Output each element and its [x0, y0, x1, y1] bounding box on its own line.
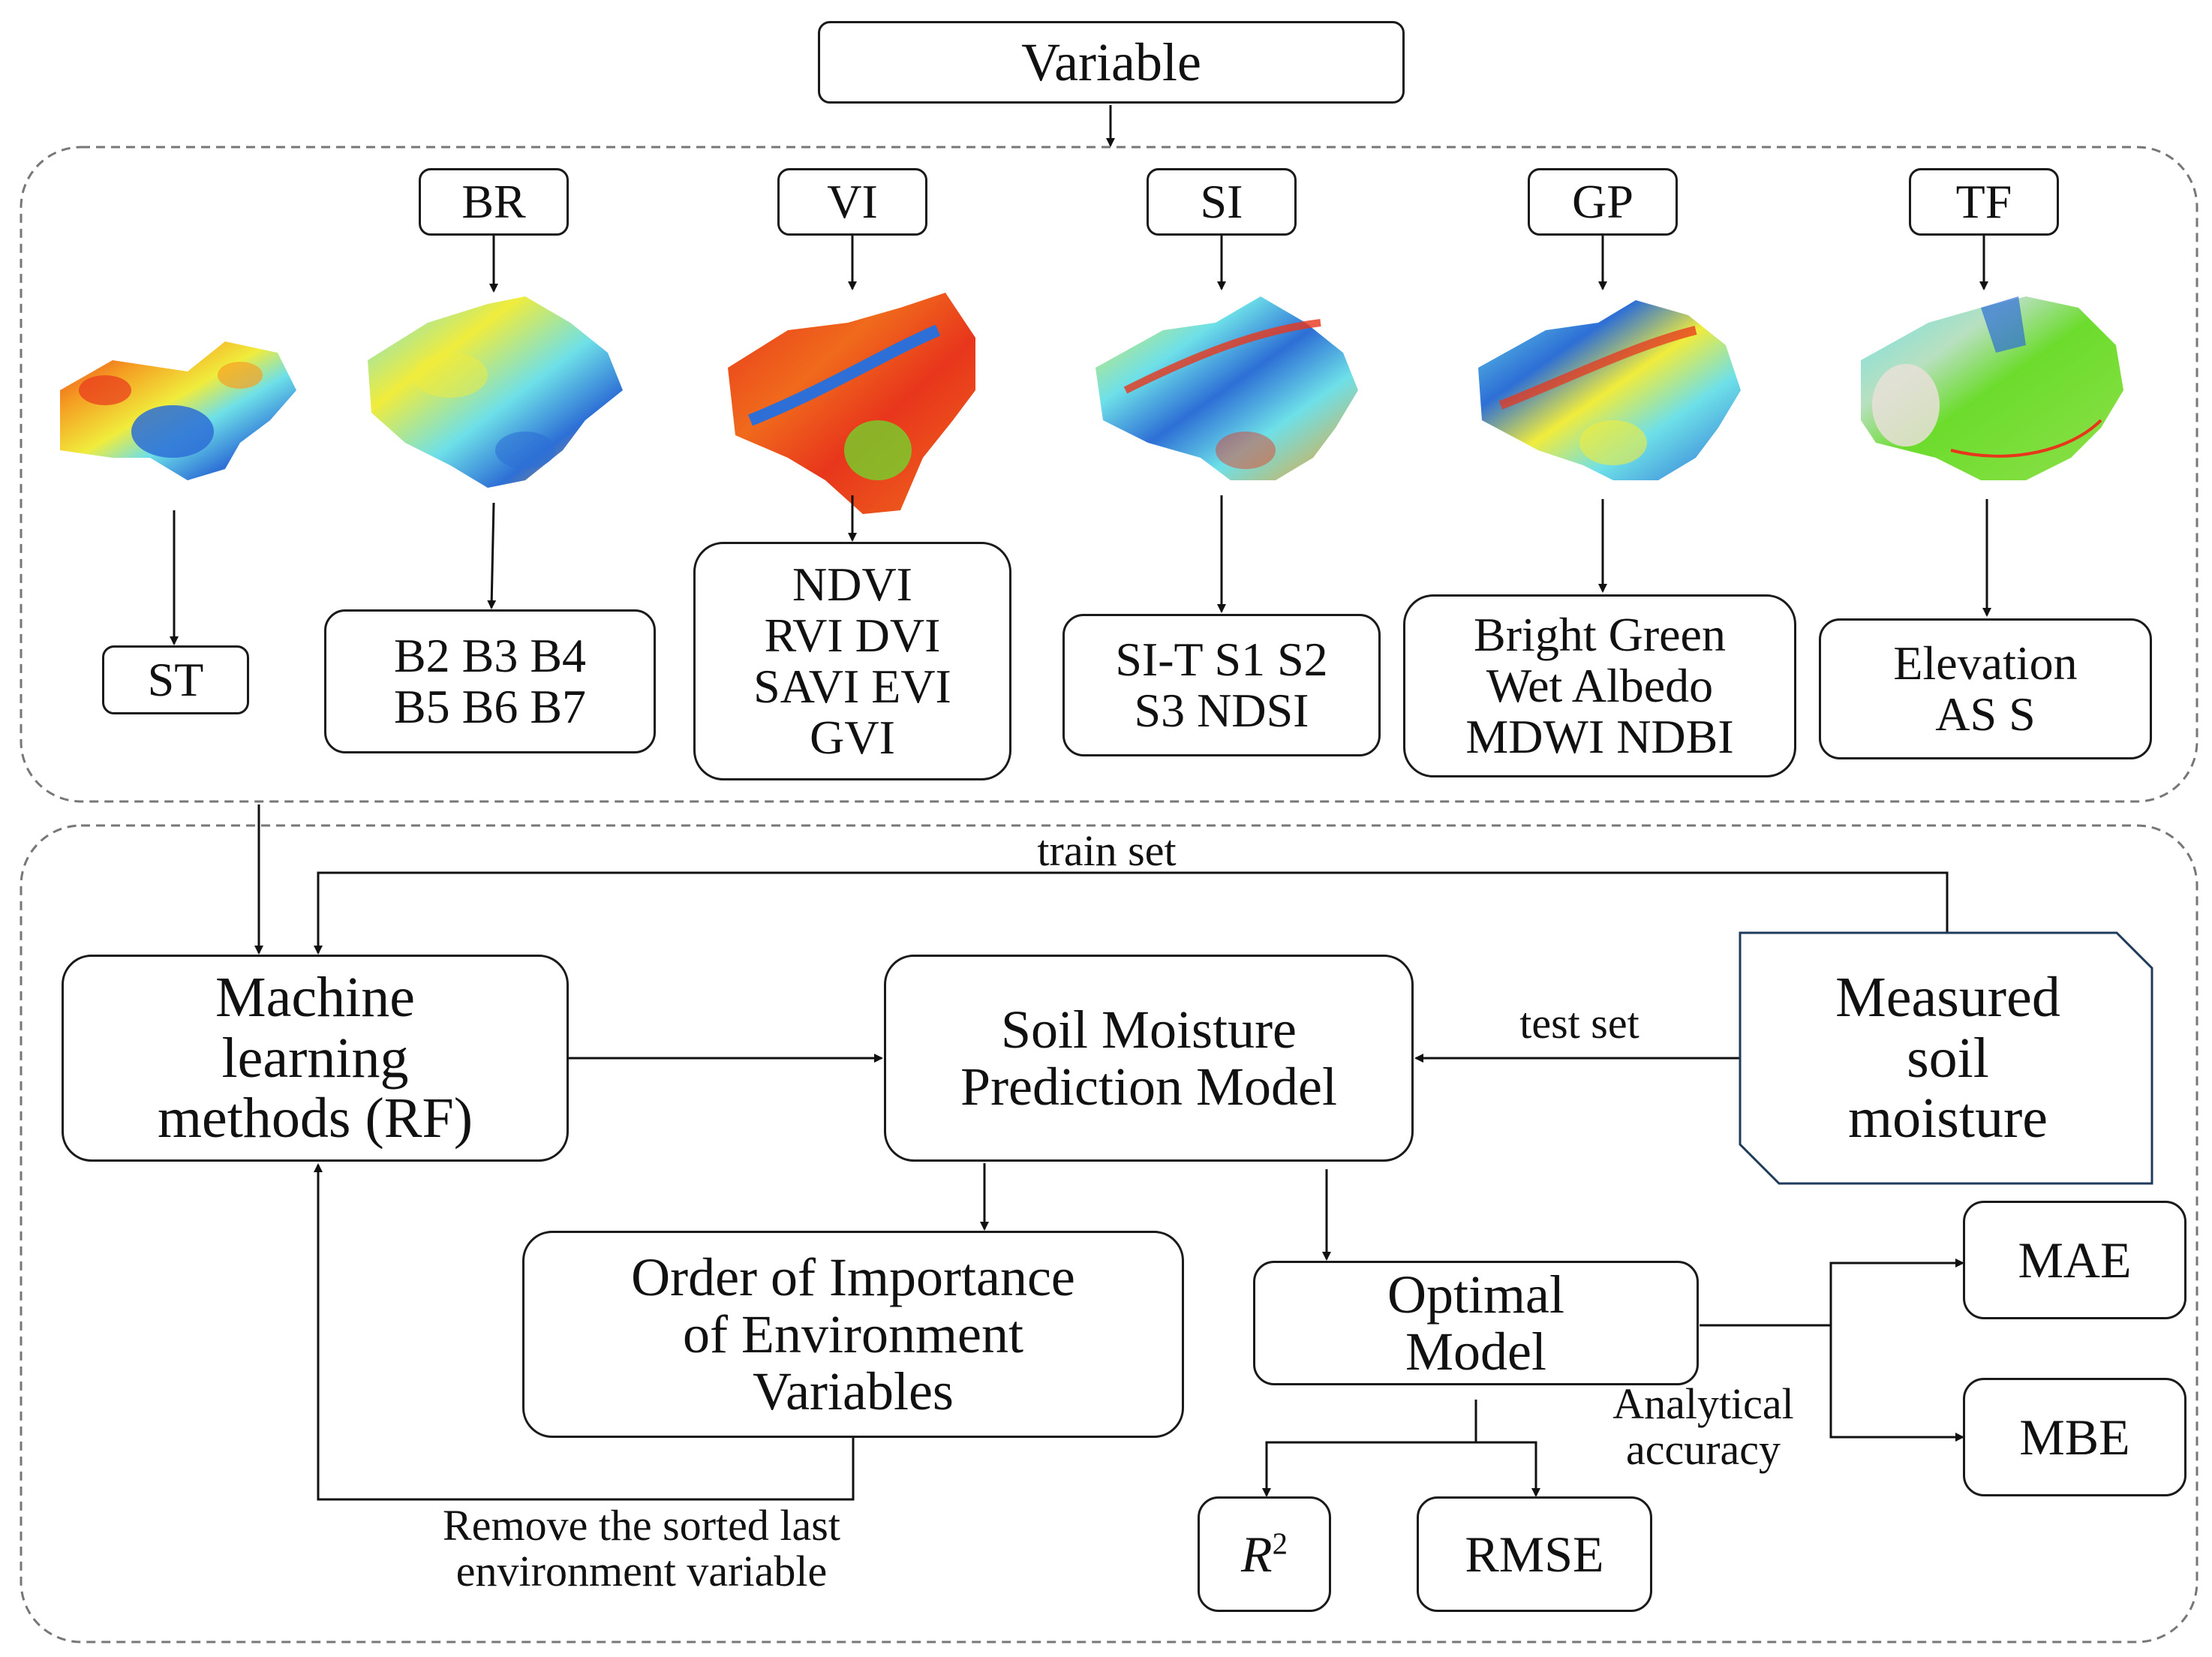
vi-items-line: NDVI: [792, 558, 912, 612]
measured-line: Measured: [1835, 966, 2060, 1030]
test-set-label: test set: [1519, 999, 1639, 1048]
mae-label: MAE: [2018, 1231, 2132, 1289]
r2-label: R2: [1241, 1527, 1288, 1581]
gp-label: GP: [1572, 175, 1633, 229]
br-map-image: [368, 296, 623, 488]
st-box: ST: [102, 645, 249, 714]
importance-line: Variables: [753, 1361, 954, 1422]
vi-map-image: [728, 293, 975, 514]
analytical-accuracy-line: accuracy: [1625, 1425, 1781, 1475]
importance-line: Order of Importance: [631, 1247, 1075, 1307]
connector-lines: [170, 105, 1991, 1501]
measured-soil-moisture-box: Measured soil moisture: [1738, 931, 2158, 1186]
tf-items-line: AS S: [1935, 687, 2036, 741]
ml-methods-box: Machine learning methods (RF): [62, 955, 569, 1162]
variable-label: Variable: [1021, 32, 1201, 92]
r2-box: R2: [1198, 1496, 1331, 1612]
modeling-group-panel: [20, 824, 2198, 1643]
tf-items-line: Elevation: [1893, 636, 2078, 690]
variable-group-panel: [20, 146, 2198, 803]
r2-superscript: 2: [1272, 1526, 1288, 1561]
measured-line: moisture: [1848, 1087, 2048, 1150]
br-label: BR: [461, 175, 526, 229]
analytical-accuracy-label: Analytical accuracy: [1576, 1381, 1831, 1473]
gp-items-line: MDWI NDBI: [1465, 709, 1734, 763]
st-map-image: [60, 341, 296, 480]
vi-items-line: SAVI EVI: [753, 660, 951, 713]
measured-line: soil: [1907, 1026, 1989, 1090]
mbe-box: MBE: [1963, 1378, 2186, 1496]
remove-variable-label: Remove the sorted last environment varia…: [330, 1502, 953, 1595]
gp-items-line: Wet Albedo: [1486, 659, 1714, 713]
optimal-model-line: Optimal: [1387, 1264, 1564, 1325]
si-map-image: [1095, 296, 1358, 480]
gp-map-image: [1478, 300, 1741, 480]
mae-box: MAE: [1963, 1201, 2186, 1319]
prediction-model-line: Soil Moisture: [1000, 999, 1297, 1060]
importance-line: of Environment: [683, 1304, 1023, 1364]
br-items-line: B5 B6 B7: [393, 680, 587, 733]
prediction-model-box: Soil Moisture Prediction Model: [884, 955, 1414, 1162]
si-items-line: S3 NDSI: [1134, 684, 1309, 737]
analytical-accuracy-line: Analytical: [1612, 1379, 1794, 1428]
remove-variable-line: environment variable: [455, 1547, 828, 1596]
gp-items-box: Bright Green Wet Albedo MDWI NDBI: [1403, 594, 1796, 777]
optimal-model-box: Optimal Model: [1253, 1261, 1699, 1385]
r2-base: R: [1241, 1525, 1273, 1583]
rmse-box: RMSE: [1417, 1496, 1652, 1612]
measured-soil-moisture-shape: [1739, 931, 2153, 1185]
br-items-box: B2 B3 B4 B5 B6 B7: [324, 609, 656, 753]
mbe-label: MBE: [2019, 1408, 2130, 1466]
vi-items-line: RVI DVI: [764, 609, 941, 663]
ml-methods-line: Machine: [215, 966, 415, 1030]
rmse-label: RMSE: [1465, 1525, 1604, 1583]
tf-category-box: TF: [1909, 168, 2059, 236]
prediction-model-line: Prediction Model: [960, 1057, 1337, 1117]
si-category-box: SI: [1147, 168, 1297, 236]
optimal-model-line: Model: [1405, 1322, 1546, 1382]
st-label: ST: [147, 653, 204, 707]
br-items-line: B2 B3 B4: [393, 629, 587, 683]
vi-items-box: NDVI RVI DVI SAVI EVI GVI: [693, 542, 1011, 780]
tf-map-image: [1861, 296, 2123, 480]
variable-box: Variable: [818, 21, 1405, 104]
br-category-box: BR: [419, 168, 569, 236]
remove-variable-line: Remove the sorted last: [443, 1501, 840, 1550]
vi-label: VI: [827, 175, 878, 229]
gp-category-box: GP: [1528, 168, 1678, 236]
si-items-box: SI-T S1 S2 S3 NDSI: [1062, 614, 1381, 756]
ml-methods-line: methods (RF): [157, 1087, 473, 1150]
importance-box: Order of Importance of Environment Varia…: [522, 1231, 1184, 1438]
tf-label: TF: [1955, 175, 2012, 229]
gp-items-line: Bright Green: [1474, 608, 1726, 662]
ml-methods-line: learning: [221, 1026, 409, 1090]
si-items-line: SI-T S1 S2: [1115, 633, 1328, 687]
vi-items-line: GVI: [810, 710, 895, 764]
train-set-label: train set: [1037, 826, 1177, 875]
si-label: SI: [1200, 175, 1243, 229]
tf-items-box: Elevation AS S: [1819, 618, 2152, 759]
vi-category-box: VI: [777, 168, 927, 236]
